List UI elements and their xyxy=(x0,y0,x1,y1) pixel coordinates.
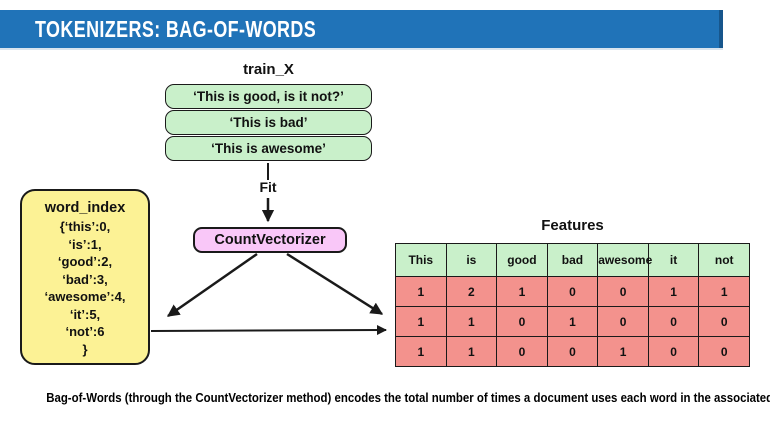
feature-column-header: is xyxy=(445,243,498,277)
count-cell: 0 xyxy=(647,306,700,337)
feature-column-header: bad xyxy=(546,243,599,277)
count-cell: 1 xyxy=(496,276,548,307)
word-index-entry: ‘it’:5, xyxy=(69,306,101,322)
caption: Bag-of-Words (through the CountVectorize… xyxy=(46,390,770,405)
count-cell: 1 xyxy=(395,276,447,307)
count-cell: 0 xyxy=(546,336,599,367)
arrow-to-features xyxy=(286,252,384,316)
word-index-entry: ‘is’:1, xyxy=(68,236,102,252)
word-index-entry: ‘awesome’:4, xyxy=(44,289,126,304)
count-cell: 2 xyxy=(445,276,498,307)
count-cell: 0 xyxy=(496,306,548,337)
arrow-word-index-to-features xyxy=(150,325,387,336)
header-bar: TOKENIZERS: BAG-OF-WORDS xyxy=(0,10,723,48)
fit-label: Fit xyxy=(259,179,277,195)
word-index-entry: {‘this’:0, xyxy=(59,219,111,234)
count-cell: 1 xyxy=(445,306,498,337)
document-box: ‘This is awesome’ xyxy=(165,136,372,161)
word-index-entry: ‘not’:6 xyxy=(65,324,105,339)
features-label: Features xyxy=(541,217,604,234)
count-cell: 1 xyxy=(395,336,447,367)
document-box: ‘This is bad’ xyxy=(165,110,372,135)
count-cell: 0 xyxy=(496,336,548,367)
count-cell: 1 xyxy=(647,276,700,307)
train-documents-stack: ‘This is good, is it not?’‘This is bad’‘… xyxy=(165,84,372,161)
count-cell: 0 xyxy=(597,276,649,307)
count-cell: 1 xyxy=(698,276,750,307)
word-index-title: word_index xyxy=(44,200,126,216)
feature-column-header: it xyxy=(647,243,700,277)
count-cell: 1 xyxy=(597,336,649,367)
count-cell: 0 xyxy=(546,276,599,307)
count-cell: 1 xyxy=(445,336,498,367)
countvectorizer-box: CountVectorizer xyxy=(193,227,347,253)
count-cell: 1 xyxy=(395,306,447,337)
word-index-entry: } xyxy=(82,341,88,357)
word-index-entry: ‘bad’:3, xyxy=(62,271,108,287)
count-cell: 1 xyxy=(546,306,599,337)
count-cell: 0 xyxy=(647,336,700,367)
page-title: TOKENIZERS: BAG-OF-WORDS xyxy=(35,15,317,42)
feature-column-header: This xyxy=(395,243,447,277)
count-cell: 0 xyxy=(698,306,750,337)
train-x-label: train_X xyxy=(243,61,294,78)
document-box: ‘This is good, is it not?’ xyxy=(165,84,372,109)
feature-column-header: not xyxy=(698,243,750,277)
feature-column-header: good xyxy=(496,243,548,277)
word-index-box: word_index {‘this’:0, ‘is’:1, ‘good’:2, ‘ba… xyxy=(20,189,150,365)
word-index-entry: ‘good’:2, xyxy=(57,254,113,269)
count-cell: 0 xyxy=(597,306,649,337)
count-cell: 0 xyxy=(698,336,750,367)
feature-column-header: awesome xyxy=(597,243,652,277)
word-index-entries: {‘this’:0, ‘is’:1, ‘good’:2, ‘bad’:3, ‘aweso… xyxy=(22,218,148,358)
arrow-to-word-index xyxy=(166,252,258,318)
